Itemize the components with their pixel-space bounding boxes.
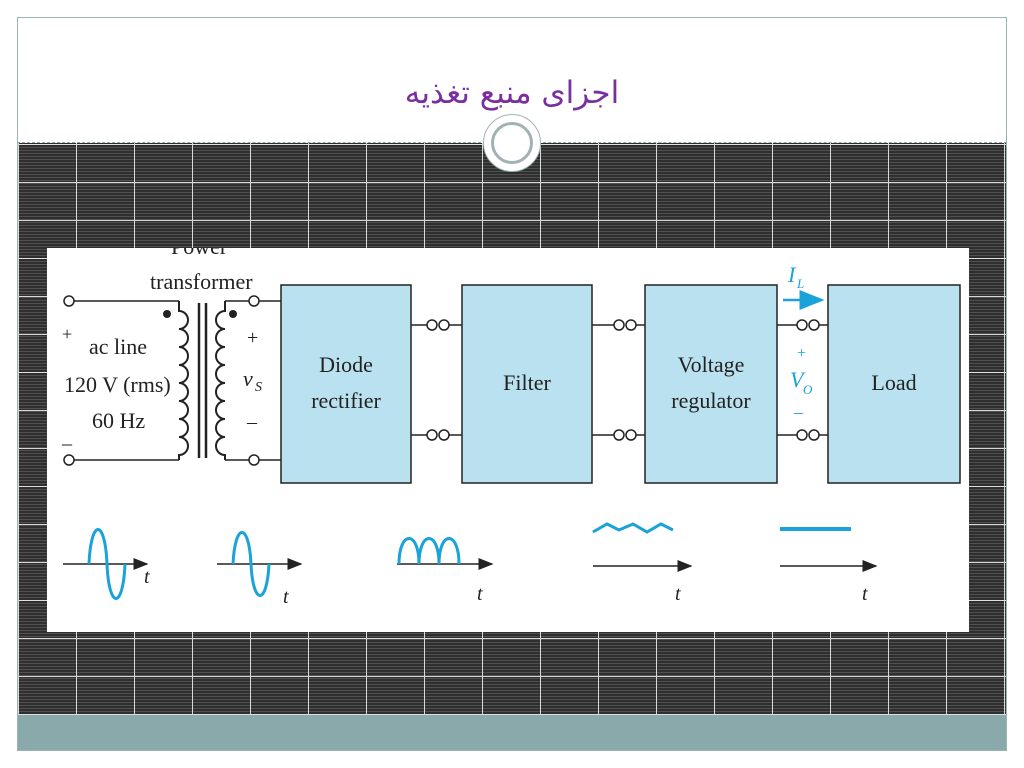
waveform-3-axis-label: t [477,583,483,605]
output-voltage-subscript: O [803,382,813,397]
secondary-terminal-top [248,295,260,307]
waveform-1-axis-label: t [144,566,150,588]
block-load: Load [827,284,961,484]
transformer-label-top: Power [171,248,228,259]
output-plus: + [797,345,806,362]
input-plus: + [62,324,72,344]
waveform-transformer-output: t [217,531,303,608]
connector-regulator-load [777,319,828,441]
waveform-ripple [592,522,674,534]
secondary-plus: + [247,327,258,349]
input-label-line1: ac line [89,334,147,359]
transformer-label-bottom: transformer [150,269,253,294]
title-area: اجزای منبع تغذیه [17,17,1007,143]
input-terminal-bottom [63,454,75,466]
block-diode-rectifier-line2: rectifier [311,388,381,413]
connector-filter-regulator [592,319,645,441]
polarity-dot-primary [163,310,171,318]
waveform-regulated: t [780,527,878,605]
waveform-5-axis-label: t [862,583,868,605]
load-current-subscript: L [796,276,804,291]
output-annotations: I L + V O – [783,262,825,422]
block-voltage-regulator-line2: regulator [671,388,751,413]
block-voltage-regulator-line1: Voltage [678,352,745,377]
transformer-symbol: Power transformer + – v S [150,234,281,466]
decorative-circle-icon [483,114,541,172]
slide-title: اجزای منبع تغذیه [404,75,620,111]
block-load-label: Load [871,370,916,395]
waveform-sine-2 [231,531,271,597]
secondary-terminal-bottom [248,454,260,466]
waveform-filtered: t [592,522,693,605]
waveform-rectified: t [397,537,494,605]
load-current-symbol: I [787,262,797,287]
waveform-sine-1 [87,528,127,600]
input-label-line2: 120 V (rms) [64,372,171,397]
secondary-minus: – [246,411,258,433]
decorative-circle-inner [491,122,533,164]
block-voltage-regulator: Voltage regulator [644,284,778,484]
secondary-coil [215,301,226,460]
waveform-4-axis-label: t [675,583,681,605]
waveform-ac-input: t [63,528,150,600]
waveform-full-wave-rectified [397,537,461,565]
secondary-voltage-subscript: S [255,380,262,395]
primary-coil [178,301,189,460]
input-minus: _ [61,426,73,448]
secondary-voltage-symbol: v [243,366,253,391]
block-filter: Filter [461,284,593,484]
footer-bar [18,715,1006,750]
connector-rectifier-filter [411,319,462,441]
input-terminal-top [63,295,75,307]
block-diode-rectifier: Diode rectifier [280,284,412,484]
waveform-2-axis-label: t [283,586,289,608]
input-label-line3: 60 Hz [92,408,145,433]
power-supply-diagram: + _ ac line 120 V (rms) 60 Hz Power tran… [47,234,969,632]
output-minus: – [793,402,804,422]
block-diode-rectifier-line1: Diode [319,352,373,377]
output-voltage-symbol: V [790,367,806,392]
polarity-dot-secondary [229,310,237,318]
input-section: + _ ac line 120 V (rms) 60 Hz [61,295,179,466]
block-filter-label: Filter [503,370,551,395]
